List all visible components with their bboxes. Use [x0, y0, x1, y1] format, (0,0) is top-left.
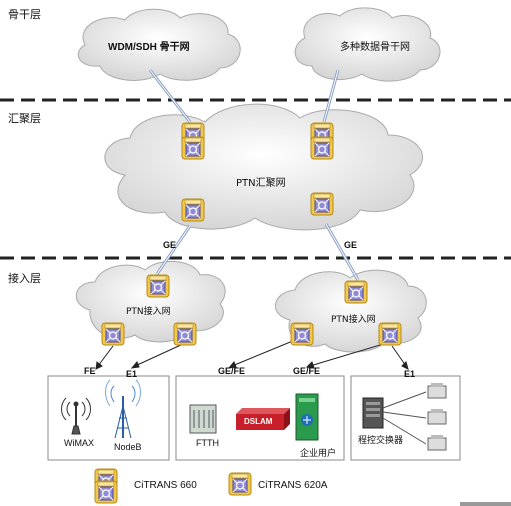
phone-icon-2	[427, 409, 447, 425]
link-ge-right	[324, 223, 360, 281]
ptn-device-acc-left-top	[146, 274, 170, 298]
pbx-icon	[362, 391, 427, 445]
corner-bar	[460, 502, 511, 506]
cloud-label-ptn-left: PTN接入网	[126, 307, 171, 317]
cloud-label-ptn-right: PTN接入网	[331, 315, 376, 325]
ptn-left-cloud	[75, 260, 226, 343]
ftth-icon	[189, 404, 217, 434]
ptn-device-agg-3	[181, 198, 205, 222]
layer-label-backbone: 骨干层	[8, 8, 41, 21]
link-label-gefe-right: GE/FE	[293, 366, 321, 376]
ptn-device-agg-4	[310, 192, 334, 216]
ptn-device-acc-right-top	[344, 280, 368, 304]
link-fe-left	[97, 345, 114, 367]
wimax-icon	[61, 397, 91, 435]
ptn-agg-cloud	[104, 103, 423, 231]
legend-icon-620a	[228, 472, 252, 496]
endpoint-label-dslam: DSLAM	[244, 417, 273, 426]
link-label-ge-left: GE	[163, 240, 177, 250]
enterprise-icon	[295, 393, 319, 441]
wdm-cloud	[77, 8, 241, 81]
nodeb-icon	[105, 379, 141, 439]
ptn-device-acc-left-1	[101, 322, 125, 346]
ptn-device-acc-right-1	[290, 322, 314, 346]
box-wireless	[47, 375, 170, 461]
legend-label-620a: CiTRANS 620A	[258, 480, 328, 491]
link-gefe-mid	[231, 337, 301, 367]
link-label-e1-right: E1	[404, 369, 416, 379]
link-label-ge-right: GE	[344, 240, 358, 250]
link-label-gefe-mid: GE/FE	[218, 366, 246, 376]
phone-icon-1	[427, 383, 447, 399]
link-label-fe-left: FE	[84, 366, 96, 376]
link-e1-right	[391, 345, 407, 367]
link-label-e1-left: E1	[126, 369, 138, 379]
link-e1-left	[134, 343, 184, 367]
endpoint-label-nodeb: NodeB	[114, 442, 142, 452]
ptn-device-acc-right-2	[378, 322, 402, 346]
ptn-device-agg-1b	[181, 136, 205, 160]
link-backbone-right	[322, 69, 340, 123]
dslam-icon	[236, 408, 290, 430]
link-ge-left	[155, 225, 192, 275]
link-backbone-left	[148, 69, 192, 123]
cloud-label-wdm: WDM/SDH 骨干网	[108, 42, 190, 53]
cloud-label-ptn-agg: PTN汇聚网	[236, 178, 286, 189]
link-gefe-right	[309, 341, 391, 367]
layer-label-access: 接入层	[8, 272, 41, 285]
endpoint-label-pbx: 程控交换器	[358, 436, 404, 446]
endpoint-label-wimax: WiMAX	[64, 438, 94, 448]
layer-label-aggregation: 汇聚层	[8, 112, 41, 125]
cloud-label-multi: 多种数据骨干网	[340, 42, 410, 53]
endpoint-label-ftth: FTTH	[196, 438, 219, 448]
endpoint-label-enterprise: 企业用户	[300, 449, 337, 459]
phone-icon-3	[427, 435, 447, 451]
ptn-device-acc-left-2	[173, 322, 197, 346]
ptn-device-agg-2b	[310, 136, 334, 160]
multi-cloud	[294, 7, 441, 82]
legend-icon-660b	[94, 480, 118, 504]
legend-label-660: CiTRANS 660	[134, 480, 197, 491]
